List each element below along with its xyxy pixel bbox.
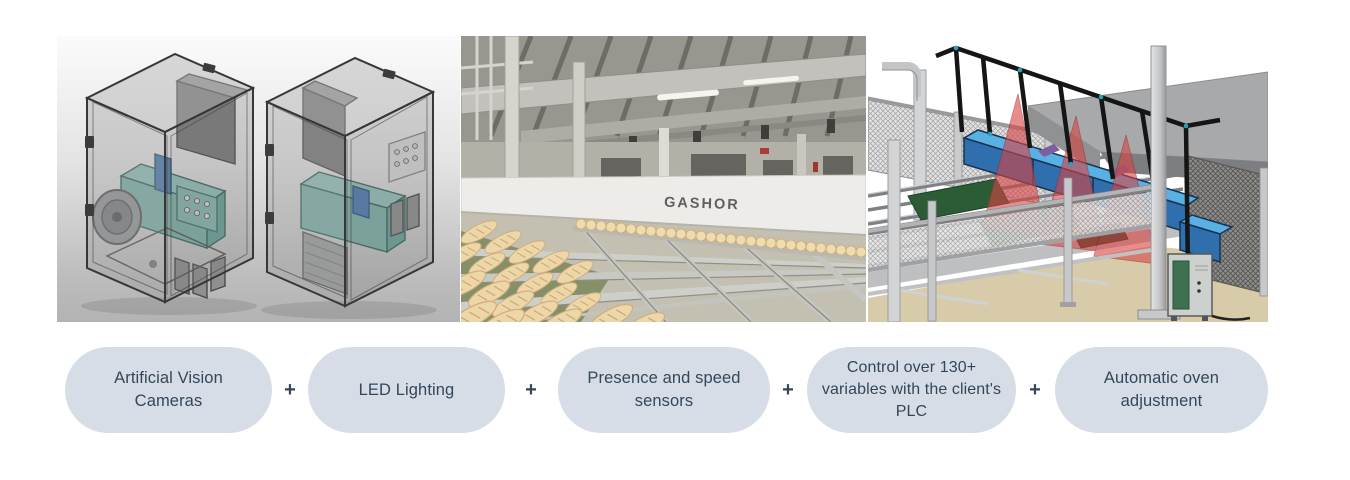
oven-gantry-graphic [868, 36, 1268, 322]
plus-sign: + [525, 378, 537, 401]
feature-pill-presence-speed-sensors: Presence and speed sensors [558, 347, 770, 433]
plus-sign: + [782, 378, 794, 401]
oven-inspection-gantry-image [868, 36, 1268, 322]
feature-pill-artificial-vision-cameras: Artificial Vision Cameras [65, 347, 272, 433]
vision-camera-cabinets-graphic [57, 36, 460, 322]
feature-pill-label: LED Lighting [358, 380, 455, 399]
feature-pill-label: Artificial Vision Cameras [114, 369, 223, 410]
vision-camera-cabinets-image [57, 36, 460, 322]
plus-separator: + [279, 347, 301, 433]
feature-pill-label: Automatic oven adjustment [1103, 369, 1220, 410]
plus-separator: + [777, 347, 799, 433]
plus-sign: + [284, 378, 296, 401]
plus-separator: + [1024, 347, 1046, 433]
gashor-brand-label: GASHOR [664, 195, 740, 214]
plus-sign: + [1029, 378, 1041, 401]
feature-pill-plc-variable-control: Control over 130+ variables with the cli… [807, 347, 1016, 433]
bakery-line-graphic: GASHOR [461, 36, 866, 322]
feature-pill-label: Control over 130+ variables with the cli… [821, 358, 1002, 421]
plus-separator: + [520, 347, 542, 433]
feature-pill-automatic-oven-adjustment: Automatic oven adjustment [1055, 347, 1268, 433]
feature-pill-led-lighting: LED Lighting [308, 347, 505, 433]
bakery-production-line-image: GASHOR [461, 36, 866, 322]
feature-pill-label: Presence and speed sensors [587, 369, 741, 410]
